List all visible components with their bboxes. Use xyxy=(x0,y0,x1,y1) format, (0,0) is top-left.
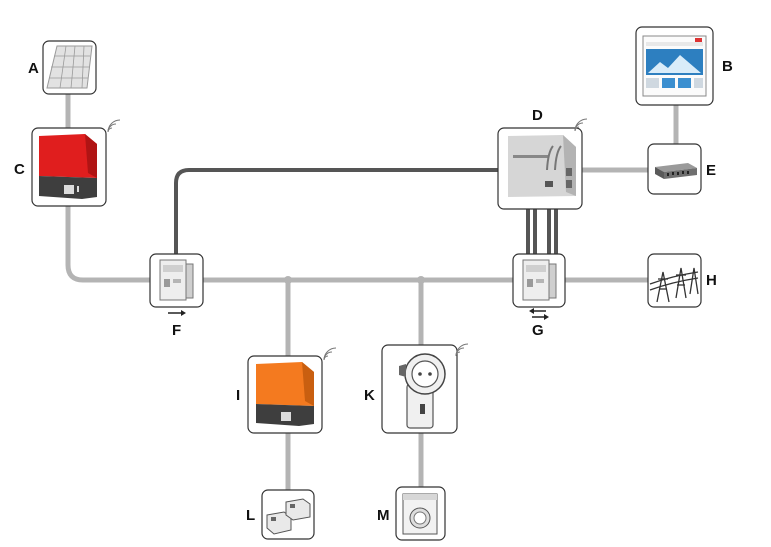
label-f: F xyxy=(172,322,182,339)
label-c: C xyxy=(14,161,25,178)
wifi-signal-icon xyxy=(107,119,121,133)
label-a: A xyxy=(28,60,39,77)
label-d: D xyxy=(532,107,543,124)
solar-panel-icon xyxy=(42,40,97,95)
label-m: M xyxy=(377,507,390,524)
utility-grid-pylon-icon xyxy=(647,253,702,308)
label-l: L xyxy=(246,507,256,524)
junction-dot xyxy=(284,276,292,284)
wifi-signal-icon xyxy=(574,118,588,132)
energy-meter-icon xyxy=(149,253,204,308)
label-e: E xyxy=(706,162,717,179)
battery-icon xyxy=(261,489,315,540)
wifi-signal-icon xyxy=(323,347,337,361)
radio-controlled-socket-icon xyxy=(381,344,458,434)
label-h: H xyxy=(706,272,717,289)
data-lines xyxy=(174,168,558,254)
arrow-right-icon xyxy=(168,310,186,316)
network-router-icon xyxy=(647,143,702,195)
label-g: G xyxy=(532,322,544,339)
junction-dot xyxy=(417,276,425,284)
pv-inverter-icon xyxy=(31,127,107,207)
wifi-signal-icon xyxy=(455,343,469,357)
home-manager-icon xyxy=(497,127,583,210)
battery-inverter-icon xyxy=(247,355,323,434)
label-b: B xyxy=(722,58,733,75)
label-k: K xyxy=(364,387,375,404)
washing-machine-icon xyxy=(395,486,446,541)
arrows-both-directions-icon xyxy=(529,308,549,320)
web-portal-screen-icon xyxy=(635,26,714,106)
power-lines xyxy=(65,91,679,493)
label-i: I xyxy=(236,387,241,404)
bidirectional-meter-icon xyxy=(512,253,566,308)
